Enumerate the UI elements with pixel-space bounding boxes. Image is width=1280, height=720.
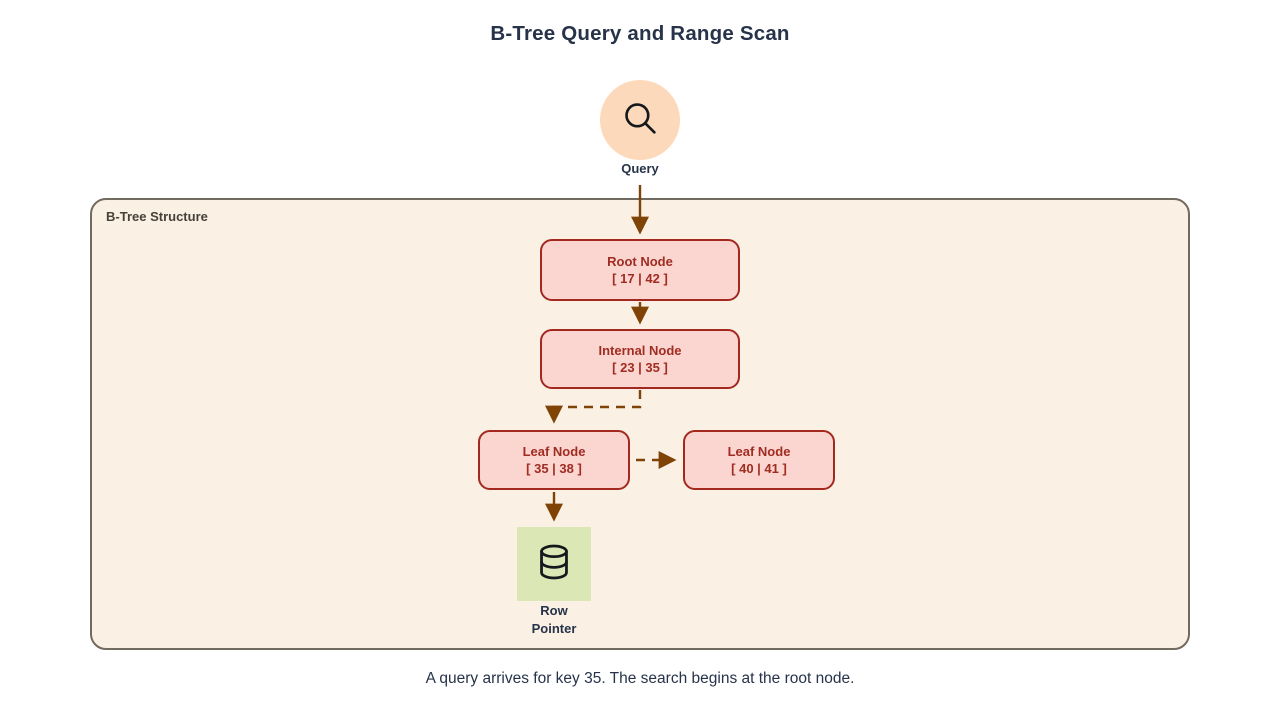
leaf-node-right-keys: [ 40 | 41 ] [731,461,787,476]
magnifier-icon [619,97,661,144]
root-node-keys: [ 17 | 42 ] [612,271,668,286]
leaf-node-right-title: Leaf Node [727,443,791,459]
leaf-node-left-title: Leaf Node [522,443,586,459]
root-node: Root Node [ 17 | 42 ] [540,239,740,301]
query-label: Query [621,161,659,176]
page-title: B-Tree Query and Range Scan [490,22,790,45]
row-pointer-node [517,527,591,601]
query-node [600,80,680,160]
internal-node: Internal Node [ 23 | 35 ] [540,329,740,389]
database-icon [532,540,576,589]
internal-node-title: Internal Node [598,342,682,358]
root-node-title: Root Node [607,253,673,269]
caption: A query arrives for key 35. The search b… [425,670,855,687]
internal-node-keys: [ 23 | 35 ] [612,360,668,375]
leaf-node-right: Leaf Node [ 40 | 41 ] [683,430,835,490]
leaf-node-left-keys: [ 35 | 38 ] [526,461,582,476]
leaf-node-left: Leaf Node [ 35 | 38 ] [478,430,630,490]
btree-structure-label: B-Tree Structure [106,209,208,224]
row-pointer-label: Row Pointer [531,603,577,636]
